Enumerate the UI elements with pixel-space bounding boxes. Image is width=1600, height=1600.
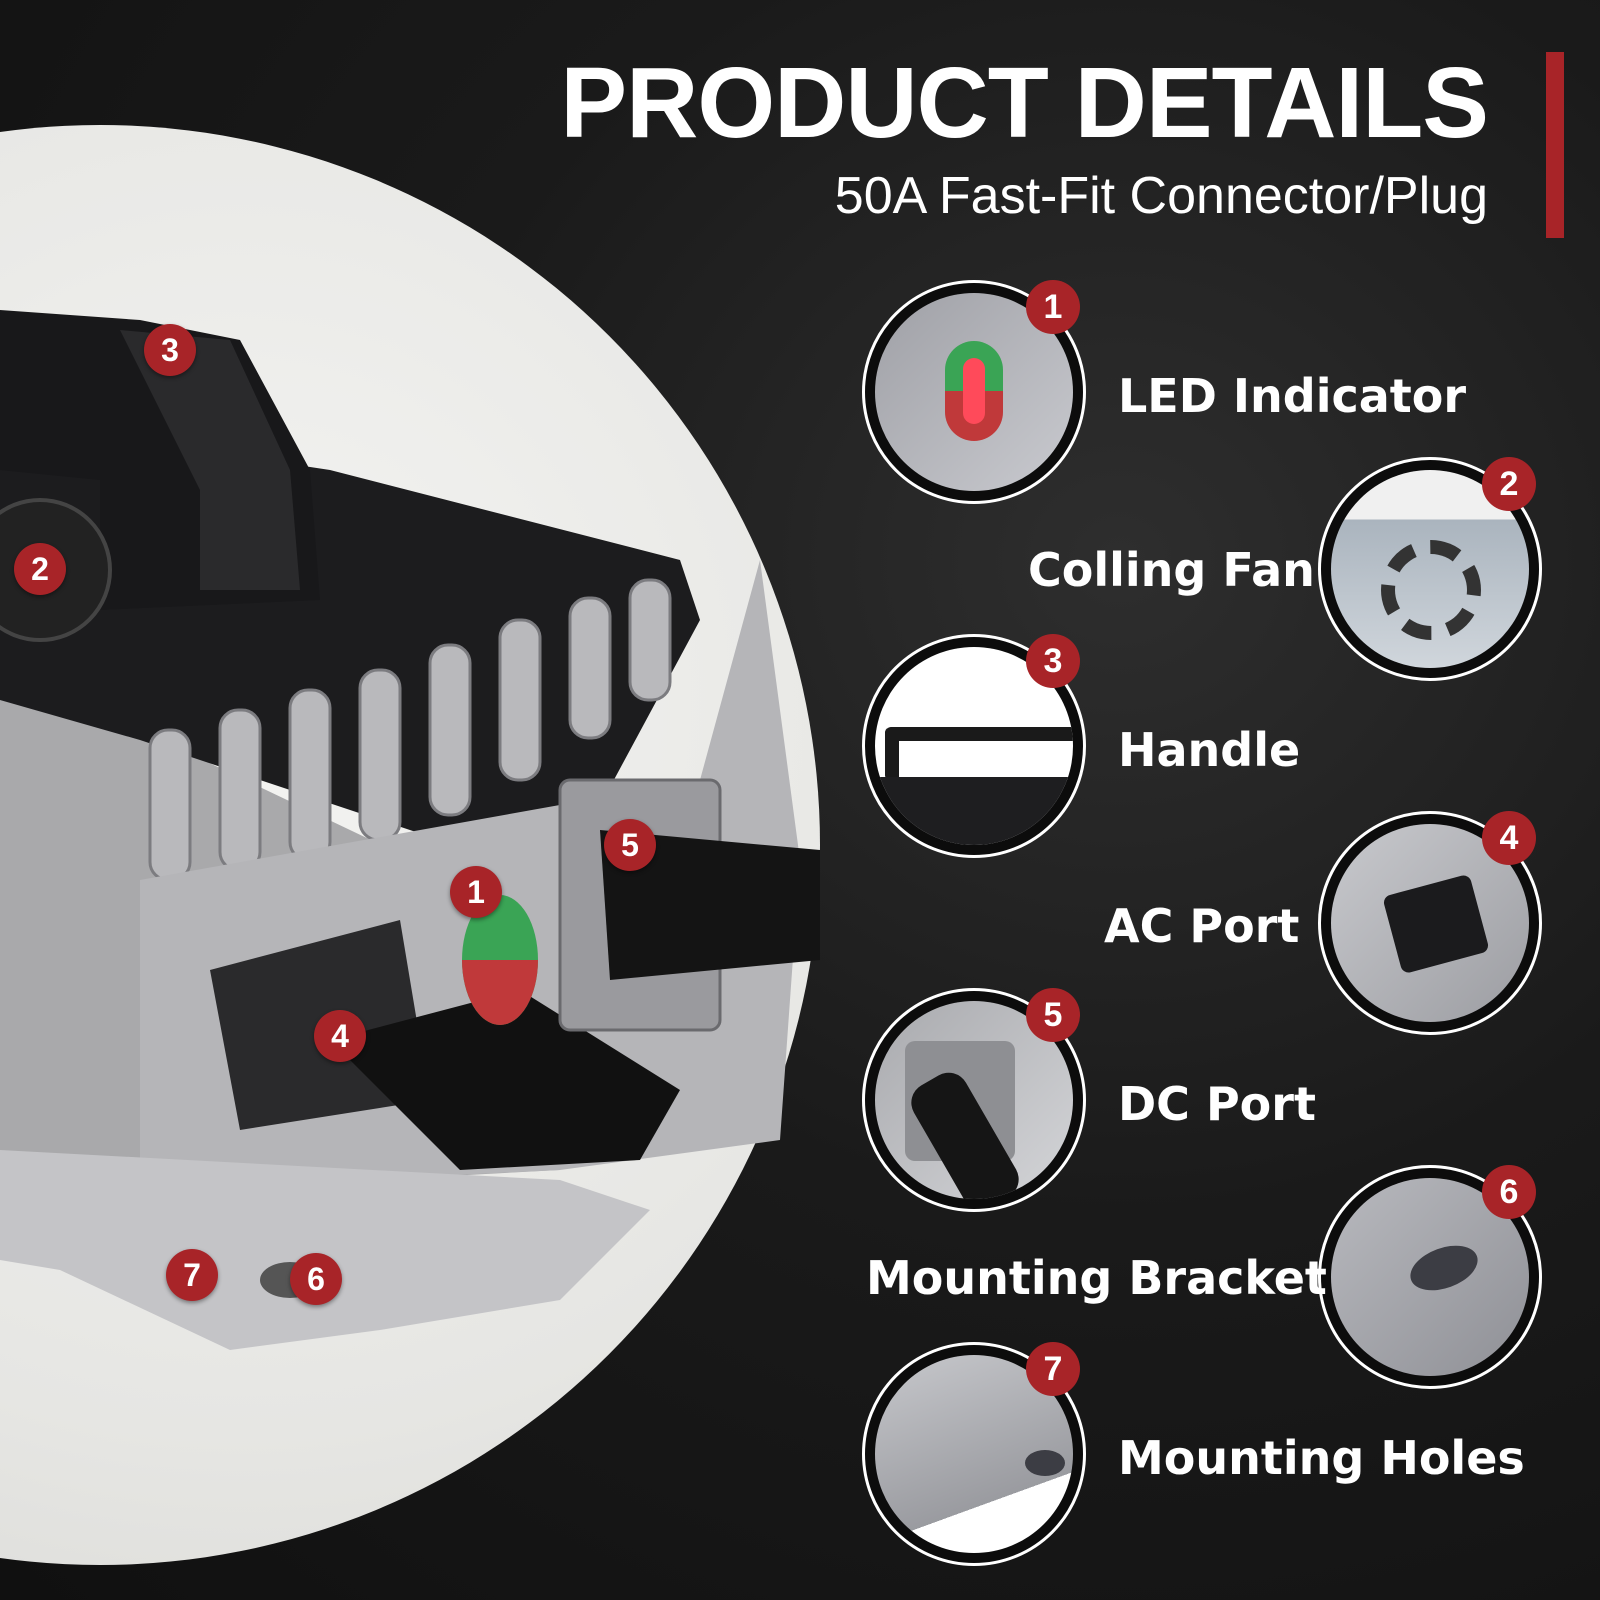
detail-badge-2: 2 <box>1482 457 1536 511</box>
detail-label-dc-port: DC Port <box>1118 1077 1316 1131</box>
detail-label-mounting-holes: Mounting Holes <box>1118 1431 1525 1485</box>
callout-badge-holes: 7 <box>166 1249 218 1301</box>
callout-badge-handle: 3 <box>144 324 196 376</box>
detail-badge-5: 5 <box>1026 988 1080 1042</box>
detail-label-led-indicator: LED Indicator <box>1118 369 1467 423</box>
detail-badge-1: 1 <box>1026 280 1080 334</box>
page-subtitle: 50A Fast-Fit Connector/Plug <box>834 167 1488 225</box>
detail-badge-7: 7 <box>1026 1342 1080 1396</box>
charger-product-image <box>0 310 820 1350</box>
detail-label-ac-port: AC Port <box>1104 899 1300 953</box>
detail-badge-6: 6 <box>1482 1165 1536 1219</box>
detail-label-handle: Handle <box>1118 723 1301 777</box>
page-title: PRODUCT DETAILS <box>560 47 1489 159</box>
callout-badge-bracket: 6 <box>290 1253 342 1305</box>
callout-badge-ac-port: 4 <box>314 1010 366 1062</box>
detail-badge-4: 4 <box>1482 811 1536 865</box>
detail-label-mounting-bracket: Mounting Bracket <box>866 1251 1327 1305</box>
callout-badge-led: 1 <box>450 866 502 918</box>
detail-badge-3: 3 <box>1026 634 1080 688</box>
header: PRODUCT DETAILS 50A Fast-Fit Connector/P… <box>560 47 1489 228</box>
callout-badge-dc-port: 5 <box>604 819 656 871</box>
led-indicator-thumbnail <box>862 280 1086 504</box>
accent-bar <box>1546 52 1564 238</box>
detail-label-cooling-fan: Colling Fan <box>1028 543 1315 597</box>
callout-badge-fan: 2 <box>14 543 66 595</box>
